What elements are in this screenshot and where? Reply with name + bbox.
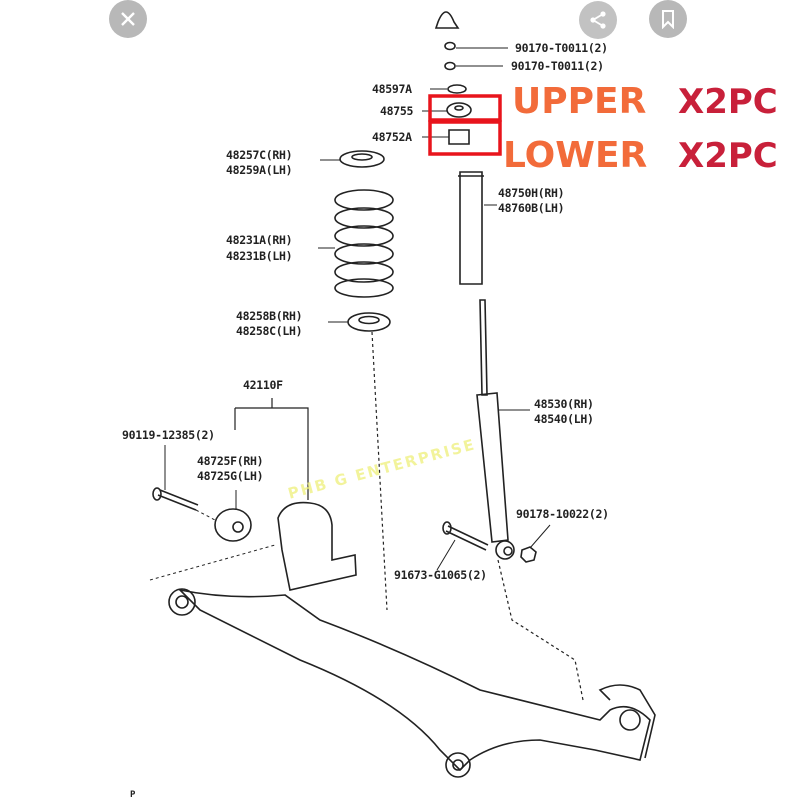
part-label: 48258C(LH) — [236, 324, 303, 338]
upper-seat — [339, 150, 385, 168]
share-icon — [590, 11, 606, 29]
nut-1 — [444, 41, 456, 51]
part-label: 48597A — [372, 82, 412, 96]
close-button[interactable] — [109, 0, 147, 38]
lower-annotation: LOWER — [503, 135, 648, 176]
shock-body — [476, 392, 509, 543]
part-label: 48259A(LH) — [226, 163, 293, 177]
upper-highlight-box — [428, 94, 502, 122]
lower-qty-annotation: X2PC — [678, 136, 778, 176]
part-label: 48540(LH) — [534, 412, 594, 426]
bolt-2 — [445, 525, 489, 551]
part-label: 42110F — [243, 378, 283, 392]
part-label: 48750H(RH) — [498, 186, 565, 200]
bookmark-button[interactable] — [649, 0, 687, 38]
corner-mark: P — [130, 790, 136, 800]
bushing — [214, 508, 252, 542]
part-label: 48725F(RH) — [197, 454, 264, 468]
washer — [447, 84, 467, 94]
part-label: 91673-G1065(2) — [394, 568, 487, 582]
nut-2 — [444, 61, 456, 71]
nut-3 — [520, 546, 537, 563]
bump-cap — [434, 11, 460, 29]
part-label: 48231A(RH) — [226, 233, 293, 247]
shock-rod — [479, 299, 488, 396]
part-label: 48257C(RH) — [226, 148, 293, 162]
upper-annotation: UPPER — [512, 81, 647, 122]
part-label: 48725G(LH) — [197, 469, 264, 483]
part-label: 90170-T0011(2) — [515, 41, 608, 55]
coil-spring — [334, 189, 394, 298]
upper-qty-annotation: X2PC — [678, 82, 778, 122]
part-label: 90178-10022(2) — [516, 507, 609, 521]
part-label: 48760B(LH) — [498, 201, 565, 215]
part-label: 48530(RH) — [534, 397, 594, 411]
share-button[interactable] — [579, 1, 617, 39]
lower-highlight-box — [428, 120, 502, 156]
upper-mount — [446, 102, 472, 118]
boot — [458, 171, 484, 285]
close-icon — [121, 12, 135, 26]
bookmark-icon — [662, 10, 674, 29]
part-label: 48231B(LH) — [226, 249, 293, 263]
bolt — [157, 489, 199, 511]
bracket — [277, 501, 357, 591]
part-label: 48755 — [380, 104, 414, 118]
lower-mount — [448, 129, 470, 145]
axle-beam — [177, 588, 651, 772]
part-label: 90119-12385(2) — [122, 428, 215, 442]
part-label: 90170-T0011(2) — [511, 59, 604, 73]
part-label: 48258B(RH) — [236, 309, 303, 323]
part-label: 48752A — [372, 130, 412, 144]
